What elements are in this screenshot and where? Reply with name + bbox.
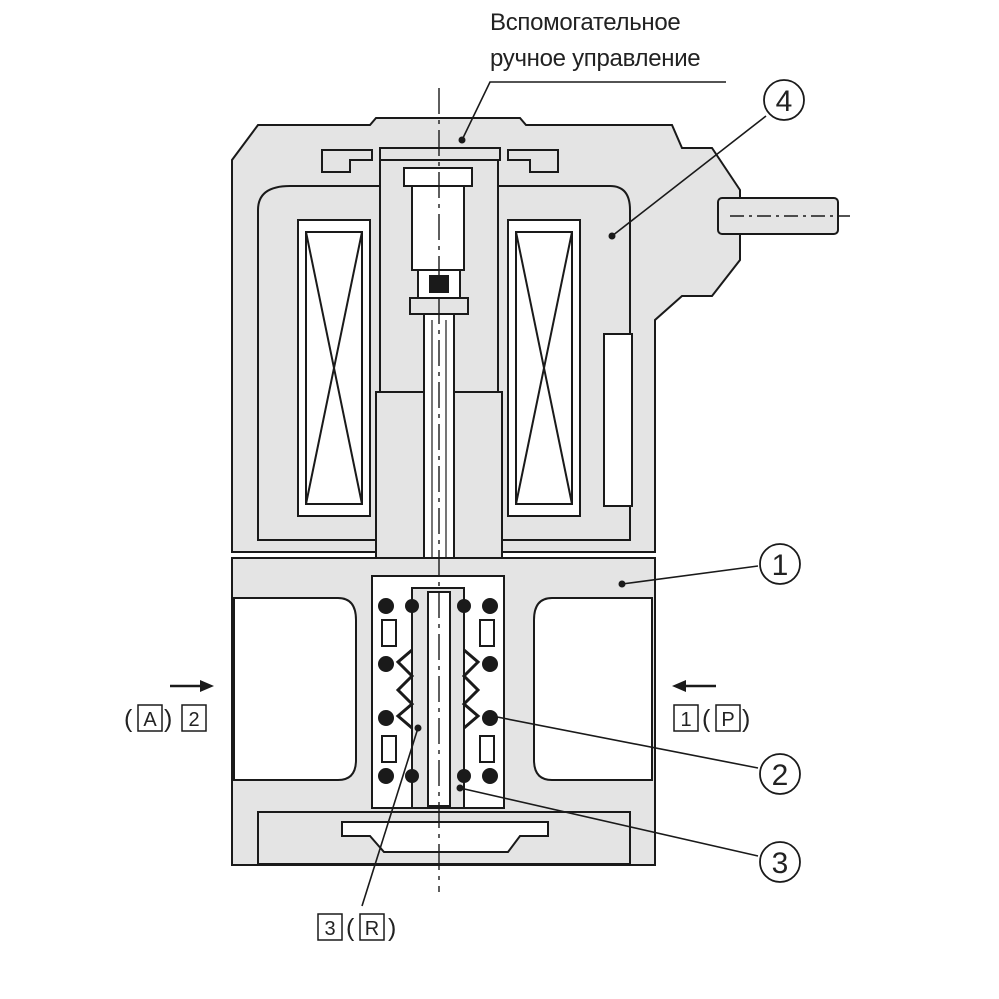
port-left-paren-close: )	[164, 705, 172, 733]
port-label-right: 1 ( P )	[673, 704, 750, 733]
part-callout-2: 2	[759, 753, 801, 795]
port-bottom-paren-close: )	[388, 914, 396, 942]
part-callout-1: 1	[759, 543, 801, 585]
leader-lines	[361, 81, 767, 907]
right-coil	[507, 219, 581, 517]
manual-override-label-line1: Вспомогательное	[490, 9, 680, 36]
flow-arrow-right	[672, 680, 716, 692]
port-right-paren-close: )	[742, 705, 750, 733]
port-left-box-a: A	[143, 709, 157, 731]
port-right-box-a: 1	[680, 709, 691, 731]
port-label-left: ( A ) 2	[124, 704, 207, 733]
o-rings	[378, 598, 498, 784]
spool-housing	[371, 575, 505, 809]
port-bottom-box-a: 3	[324, 918, 335, 940]
manual-override-label-line2: ручное управление	[490, 45, 700, 72]
port-bottom-box-b: R	[365, 918, 379, 940]
part-number-4: 4	[776, 85, 793, 118]
cable-gland	[717, 197, 850, 235]
left-coil	[297, 219, 371, 517]
port-right-paren-open: (	[702, 705, 711, 733]
part-number-2: 2	[772, 759, 789, 792]
port-bottom-paren-open: (	[346, 914, 355, 942]
port-label-bottom: 3 ( R )	[317, 913, 396, 942]
plunger-assembly	[375, 159, 503, 591]
port-left-box-b: 2	[188, 709, 199, 731]
part-number-1: 1	[772, 549, 789, 582]
part-number-3: 3	[772, 847, 789, 880]
part-callout-4: 4	[763, 79, 805, 121]
port-right-box-b: P	[721, 709, 734, 731]
part-callout-3: 3	[759, 841, 801, 883]
port-left-paren-open: (	[124, 705, 133, 733]
manual-override-cap	[321, 147, 559, 173]
flow-arrow-left	[170, 680, 214, 692]
terminal-slot	[603, 333, 633, 507]
